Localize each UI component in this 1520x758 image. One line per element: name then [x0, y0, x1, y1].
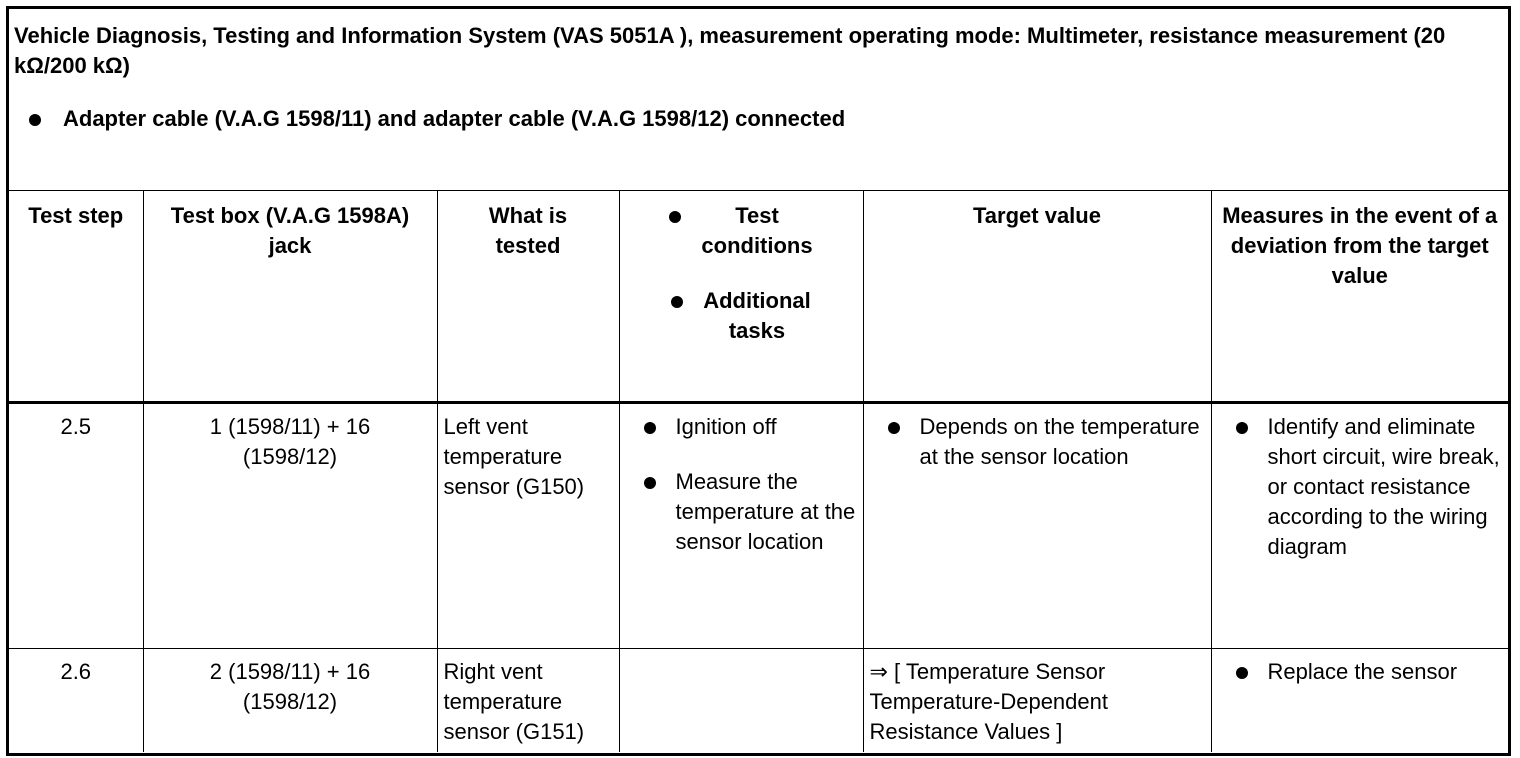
header-bullet-text: Adapter cable (V.A.G 1598/11) and adapte… — [63, 106, 846, 131]
document-frame: Vehicle Diagnosis, Testing and Informati… — [6, 6, 1511, 756]
list-item: Measure the temperature at the sensor lo… — [643, 467, 863, 557]
col-header-target: Target value — [862, 191, 1212, 403]
list-item: Ignition off — [643, 412, 863, 442]
col-header-measures: Measures in the event of a deviation fro… — [1210, 191, 1508, 403]
col-header-test-step: Test step — [9, 191, 144, 403]
cell-measures: Identify and eliminate short circuit, wi… — [1210, 400, 1509, 649]
list-item: Depends on the temperature at the sensor… — [887, 412, 1211, 472]
cell-step: 2.5 — [9, 400, 144, 649]
cell-tested: Left vent temperature sensor (G150) — [436, 400, 620, 649]
bullet-icon — [29, 114, 41, 126]
bullet-icon — [669, 211, 682, 223]
cell-jack: 1 (1598/11) + 16 (1598/12) — [142, 400, 438, 649]
table-row: 2.6 2 (1598/11) + 16 (1598/12) Right ven… — [9, 647, 1509, 752]
document-header: Vehicle Diagnosis, Testing and Informati… — [9, 9, 1508, 191]
bullet-icon — [671, 296, 684, 308]
col-header-what-tested: What is tested — [436, 191, 620, 403]
bullet-icon — [887, 421, 900, 434]
cell-jack: 2 (1598/11) + 16 (1598/12) — [142, 647, 438, 752]
cell-conditions: Ignition off Measure the temperature at … — [618, 400, 864, 649]
col-header-test-box: Test box (V.A.G 1598A) jack — [142, 191, 438, 403]
list-item: Replace the sensor — [1235, 657, 1509, 687]
cell-tested: Right vent temperature sensor (G151) — [436, 647, 620, 752]
cell-target-link[interactable]: ⇒ [ Temperature Sensor Temperature-Depen… — [862, 647, 1212, 752]
cell-step: 2.6 — [9, 647, 144, 752]
table-row: 2.5 1 (1598/11) + 16 (1598/12) Left vent… — [9, 400, 1509, 649]
bullet-icon — [643, 476, 656, 489]
header-bullet-item: Adapter cable (V.A.G 1598/11) and adapte… — [29, 104, 845, 134]
cell-measures: Replace the sensor — [1210, 647, 1509, 752]
test-table: Test step Test box (V.A.G 1598A) jack Wh… — [9, 191, 1508, 752]
bullet-icon — [1235, 666, 1248, 679]
list-item: Identify and eliminate short circuit, wi… — [1235, 412, 1509, 562]
cell-target: Depends on the temperature at the sensor… — [862, 400, 1212, 649]
cell-conditions-empty — [618, 647, 864, 752]
bullet-icon — [1235, 421, 1248, 434]
table-header-row: Test step Test box (V.A.G 1598A) jack Wh… — [9, 191, 1508, 403]
page-title: Vehicle Diagnosis, Testing and Informati… — [14, 23, 1446, 78]
bullet-icon — [643, 421, 656, 434]
